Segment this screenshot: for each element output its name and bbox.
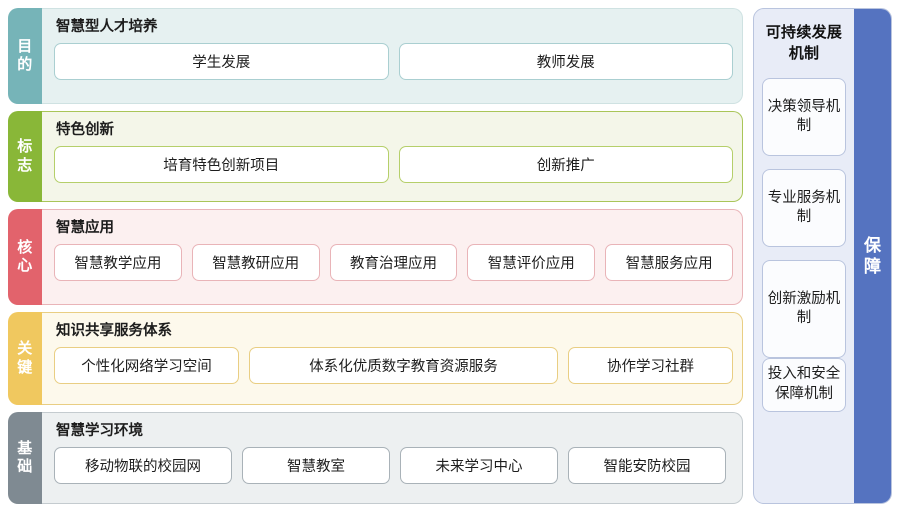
chip-group-base: 移动物联的校园网 智慧教室 未来学习中心 智能安防校园 xyxy=(54,447,733,485)
chip-group-core: 智慧教学应用 智慧教研应用 教育治理应用 智慧评价应用 智慧服务应用 xyxy=(54,244,733,282)
layer-row-purpose[interactable]: 目 的 智慧型人才培养 学生发展 教师发展 xyxy=(8,8,743,104)
support-panel[interactable]: 可持续发展机制 决策领导机制 专业服务机制 创新激励机制 投入和安全保障机制 保… xyxy=(753,8,892,504)
support-chip-item[interactable]: 决策领导机制 xyxy=(762,78,846,157)
layer-body-core: 智慧应用 智慧教学应用 智慧教研应用 教育治理应用 智慧评价应用 智慧服务应用 xyxy=(42,209,743,305)
chip-item[interactable]: 智慧服务应用 xyxy=(605,244,733,282)
chip-item[interactable]: 智能安防校园 xyxy=(568,447,726,485)
layer-tab-core: 核 心 xyxy=(8,209,42,305)
layer-body-purpose: 智慧型人才培养 学生发展 教师发展 xyxy=(42,8,743,104)
layer-tab-char-1: 标 xyxy=(17,138,33,156)
layer-title-core: 智慧应用 xyxy=(56,220,114,236)
support-chip-item[interactable]: 专业服务机制 xyxy=(762,169,846,248)
chip-item[interactable]: 体系化优质数字教育资源服务 xyxy=(249,347,558,385)
layer-row-base[interactable]: 基 础 智慧学习环境 移动物联的校园网 智慧教室 未来学习中心 智能安防校园 xyxy=(8,412,743,504)
layer-row-key[interactable]: 关 键 知识共享服务体系 个性化网络学习空间 体系化优质数字教育资源服务 协作学… xyxy=(8,312,743,405)
layer-tab-char-1: 核 xyxy=(17,238,33,256)
chip-item[interactable]: 教育治理应用 xyxy=(329,244,458,282)
chip-item[interactable]: 智慧教室 xyxy=(242,447,390,485)
support-strip-char-2: 障 xyxy=(864,257,881,276)
layer-title-symbol: 特色创新 xyxy=(56,122,114,138)
chip-item[interactable]: 创新推广 xyxy=(398,146,733,184)
layer-title-base: 智慧学习环境 xyxy=(56,423,143,439)
chip-item[interactable]: 协作学习社群 xyxy=(568,347,733,385)
layer-tab-char-1: 基 xyxy=(17,439,33,457)
layer-body-key: 知识共享服务体系 个性化网络学习空间 体系化优质数字教育资源服务 协作学习社群 xyxy=(42,312,743,405)
chip-item[interactable]: 培育特色创新项目 xyxy=(54,146,389,184)
support-panel-column: 可持续发展机制 决策领导机制 专业服务机制 创新激励机制 投入和安全保障机制 xyxy=(754,9,854,503)
layer-body-symbol: 特色创新 培育特色创新项目 创新推广 xyxy=(42,111,743,202)
chip-item[interactable]: 智慧评价应用 xyxy=(467,244,596,282)
layer-tab-base: 基 础 xyxy=(8,412,42,504)
support-panel-title: 可持续发展机制 xyxy=(765,24,843,62)
layer-tab-symbol: 标 志 xyxy=(8,111,42,202)
layer-row-symbol[interactable]: 标 志 特色创新 培育特色创新项目 创新推广 xyxy=(8,111,743,202)
layer-tab-char-2: 志 xyxy=(17,156,33,174)
chip-item[interactable]: 智慧教研应用 xyxy=(191,244,320,282)
chip-item[interactable]: 未来学习中心 xyxy=(400,447,558,485)
layer-tab-key: 关 键 xyxy=(8,312,42,405)
chip-item[interactable]: 学生发展 xyxy=(54,43,389,81)
support-panel-strip: 保 障 xyxy=(854,9,891,503)
support-strip-char-1: 保 xyxy=(864,235,881,255)
layer-tab-char-2: 的 xyxy=(17,56,33,73)
layer-body-base: 智慧学习环境 移动物联的校园网 智慧教室 未来学习中心 智能安防校园 xyxy=(42,412,743,504)
support-chip-item[interactable]: 投入和安全保障机制 xyxy=(762,358,846,412)
chip-item[interactable]: 个性化网络学习空间 xyxy=(54,347,239,385)
layer-title-purpose: 智慧型人才培养 xyxy=(56,19,158,35)
layer-title-key: 知识共享服务体系 xyxy=(56,323,172,339)
layer-tab-char-2: 础 xyxy=(17,458,33,475)
layer-row-core[interactable]: 核 心 智慧应用 智慧教学应用 智慧教研应用 教育治理应用 智慧评价应用 智慧服… xyxy=(8,209,743,305)
layer-tab-char-1: 关 xyxy=(17,340,33,358)
chip-group-key: 个性化网络学习空间 体系化优质数字教育资源服务 协作学习社群 xyxy=(54,347,733,385)
layer-rows: 目 的 智慧型人才培养 学生发展 教师发展 标 志 特色创新 培育特色创新项目 xyxy=(8,8,743,504)
chip-group-purpose: 学生发展 教师发展 xyxy=(54,43,733,81)
chip-group-symbol: 培育特色创新项目 创新推广 xyxy=(54,146,733,184)
layer-tab-char-1: 目 xyxy=(17,37,33,55)
chip-item[interactable]: 教师发展 xyxy=(398,43,733,81)
layer-tab-char-2: 键 xyxy=(17,358,33,376)
chip-item[interactable]: 智慧教学应用 xyxy=(54,244,182,282)
layer-tab-char-2: 心 xyxy=(17,257,33,274)
chip-item[interactable]: 移动物联的校园网 xyxy=(54,447,232,485)
support-chip-item[interactable]: 创新激励机制 xyxy=(762,260,846,359)
layer-tab-purpose: 目 的 xyxy=(8,8,42,104)
